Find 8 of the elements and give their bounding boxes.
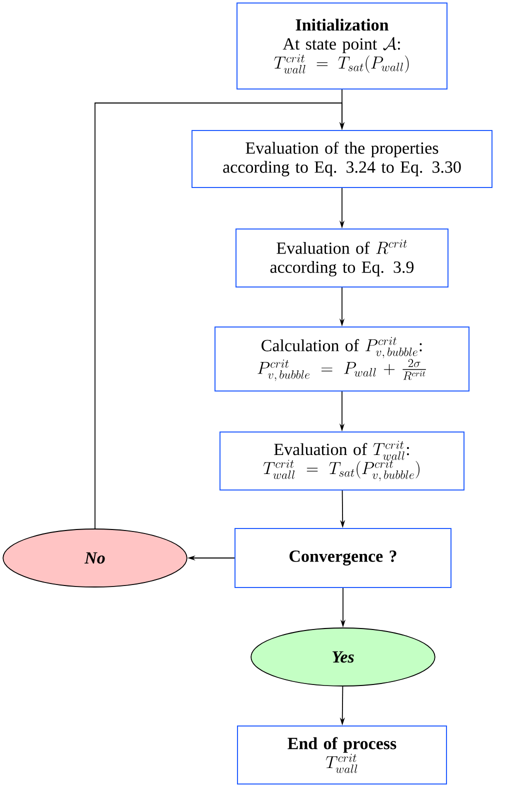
process-box: End of process $T^{crit}_{wall}$ [237, 726, 447, 784]
process-box: $\text{Evaluation of } R^{crit}$ according to Eq. 3.9 [236, 228, 448, 288]
process-box: Convergence ? [234, 528, 452, 588]
process-box: $\text{Evaluation of } T^{crit}_{wall}\text{:}$ $T^{crit}_{wall} = T_{sat}(P^{crit}_{v,\,bubble})$ [220, 432, 464, 490]
process-box: Initialization $\text{At state point } \mathcal{A}\text{:}$ $T^{crit}_{wall} = T_{sat}(P_{wall})$ [236, 2, 448, 90]
process-box: Evaluation of the properties according to Eq. 3.24 to Eq. 3.30 [192, 130, 492, 188]
arrow [94, 102, 345, 529]
process-box: $\text{Calculation of } P^{crit}_{v,\,bubble}\text{:}$ $P^{crit}_{v,\,bubble} = P_{wall} + \tfrac{2\sigma}{R^{crit}}$ [214, 326, 470, 392]
